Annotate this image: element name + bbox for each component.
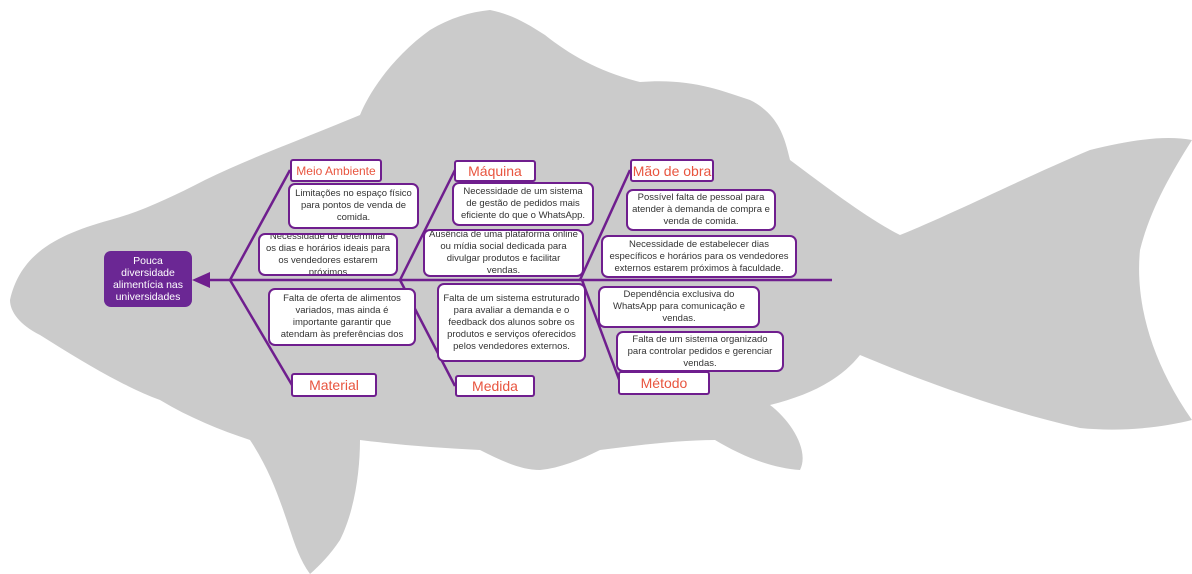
category-meio-ambiente: Meio Ambiente <box>290 159 382 182</box>
bone-meio-ambiente <box>228 169 292 281</box>
bone-mao-de-obra <box>578 169 632 281</box>
cause-sistema-organizado: Falta de um sistema organizado para cont… <box>616 331 784 372</box>
cause-espaco-fisico: Limitações no espaço físico para pontos … <box>288 183 419 229</box>
cause-falta-pessoal: Possível falta de pessoal para atender à… <box>626 189 776 231</box>
bone-maquina <box>398 169 457 281</box>
category-material: Material <box>291 373 377 397</box>
cause-plataforma-online: Ausência de uma plataforma online ou míd… <box>423 229 584 277</box>
cause-oferta-alimentos: Falta de oferta de alimentos variados, m… <box>268 288 416 346</box>
bone-metodo <box>580 279 622 383</box>
category-mao-de-obra: Mão de obra <box>630 159 714 182</box>
category-maquina: Máquina <box>454 160 536 182</box>
category-medida: Medida <box>455 375 535 397</box>
cause-dias-horarios: Necessidade de determinar os dias e horá… <box>258 233 398 276</box>
cause-dias-especificos: Necessidade de estabelecer dias específi… <box>601 235 797 278</box>
bone-material <box>228 279 294 386</box>
cause-gestao-pedidos: Necessidade de um sistema de gestão de p… <box>452 182 594 226</box>
spine-arrowhead <box>192 272 210 288</box>
cause-dependencia-whatsapp: Dependência exclusiva do WhatsApp para c… <box>598 286 760 328</box>
cause-avaliar-demanda: Falta de um sistema estruturado para ava… <box>437 283 586 362</box>
category-metodo: Método <box>618 371 710 395</box>
problem-statement: Pouca diversidade alimentícia nas univer… <box>104 251 192 307</box>
